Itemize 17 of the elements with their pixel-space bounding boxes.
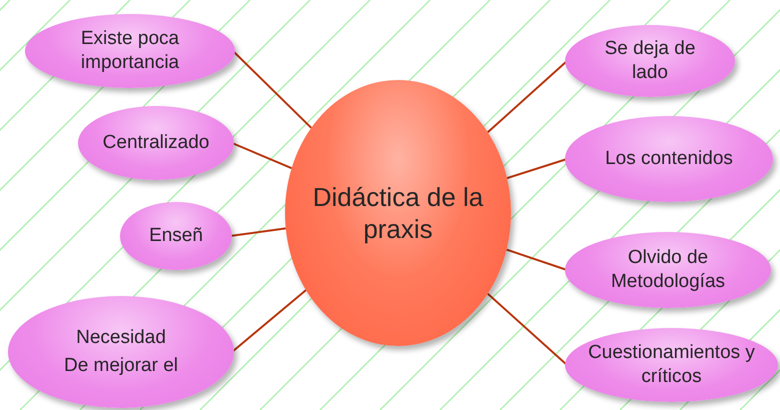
node-text: Se deja de lado <box>604 37 696 85</box>
topic-ellipse <box>120 202 232 270</box>
node-text: Olvido de Metodologías <box>610 246 726 294</box>
node-text: Cuestionamientos y críticos <box>587 341 756 389</box>
connector-line <box>232 142 292 170</box>
node-text: Existe poca importancia <box>80 27 180 75</box>
topic-ellipse <box>25 14 235 88</box>
node-text: Didáctica de la praxis <box>312 180 484 246</box>
connector-line <box>230 227 286 237</box>
node-text: Necesidad <box>76 326 166 350</box>
connector-line <box>506 248 568 271</box>
topic-ellipse <box>78 106 234 180</box>
node-text: Los contenidos <box>605 147 733 171</box>
node-text: De mejorar el <box>64 354 178 378</box>
node-text: Enseñ <box>149 224 203 248</box>
node-text: Centralizado <box>102 131 210 155</box>
connector-line <box>506 158 568 180</box>
